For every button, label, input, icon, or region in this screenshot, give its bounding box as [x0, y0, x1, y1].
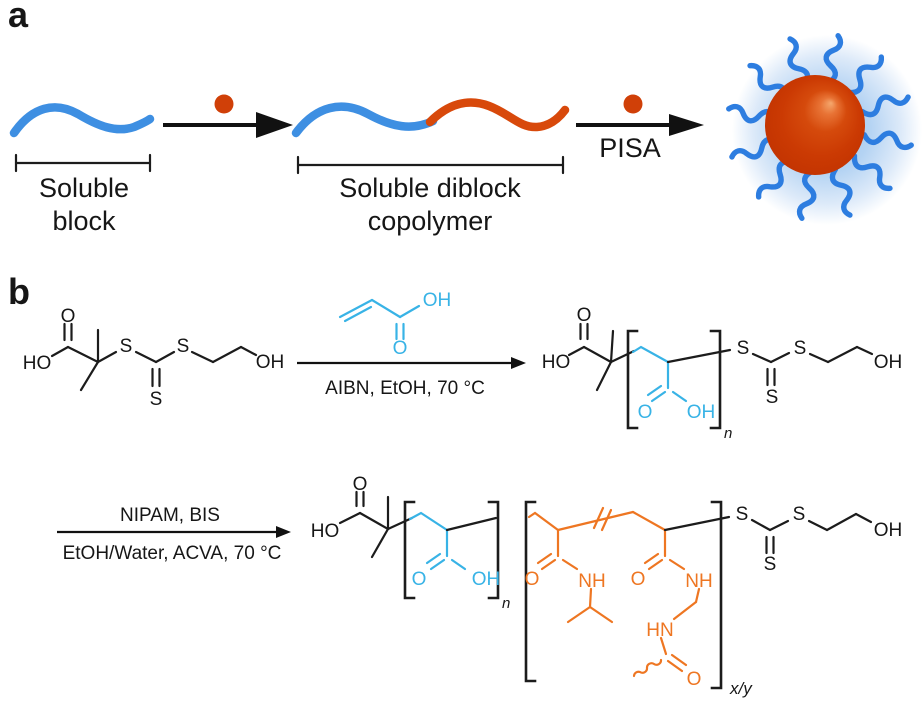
- diblock-bracket: [296, 155, 565, 175]
- atom-nh: NH: [578, 571, 605, 592]
- atom-o: O: [61, 306, 76, 327]
- panel-a-label: a: [8, 0, 29, 35]
- subscript-xy: x/y: [729, 679, 753, 698]
- subscript-n: n: [502, 595, 510, 612]
- soluble-block-bracket: [14, 153, 152, 173]
- atom-s: S: [177, 336, 190, 357]
- atom-o: O: [525, 569, 540, 590]
- atom-s: S: [794, 338, 807, 359]
- atom-s: S: [737, 338, 750, 359]
- panel-a: a Soluble block Soluble diblock copolyme…: [8, 0, 922, 236]
- atom-ho: HO: [311, 521, 340, 542]
- micelle-core: [765, 75, 865, 175]
- atom-ho: HO: [542, 352, 571, 373]
- macro-cta-structure: HO O O OH n S S S OH: [542, 305, 903, 442]
- atom-s: S: [736, 504, 749, 525]
- panel-b-label: b: [8, 271, 30, 312]
- atom-oh: OH: [687, 402, 716, 423]
- step2-conditions: EtOH/Water, ACVA, 70 °C: [63, 543, 282, 564]
- monomer-dot-2: [623, 94, 643, 114]
- atom-o: O: [631, 569, 646, 590]
- reaction-arrow-step1: [297, 357, 526, 369]
- atom-o: O: [638, 402, 653, 423]
- atom-o: O: [412, 569, 427, 590]
- atom-s: S: [120, 336, 133, 357]
- atom-o: O: [353, 474, 368, 495]
- diblock-label-line2: copolymer: [368, 206, 493, 236]
- monomer-dot: [214, 94, 234, 114]
- panel-b: b O HO S S S OH: [8, 271, 902, 698]
- atom-s-thione: S: [764, 554, 777, 575]
- step2-reagents: NIPAM, BIS: [120, 505, 220, 526]
- micelle: [726, 33, 922, 225]
- pisa-label: PISA: [599, 133, 661, 163]
- atom-nh: NH: [685, 571, 712, 592]
- reaction-arrow-step2: [57, 526, 291, 538]
- raft-agent-structure: O HO S S S OH: [23, 306, 285, 410]
- pisa-arrow: [576, 114, 704, 136]
- atom-s-thione: S: [150, 389, 163, 410]
- assembly-arrow-1: [163, 112, 293, 138]
- soluble-block-chain: [9, 103, 155, 138]
- micelle-corona-arms: [726, 33, 914, 221]
- atom-ho: HO: [23, 353, 52, 374]
- diblock-label-line1: Soluble diblock: [339, 173, 521, 203]
- atom-oh: OH: [874, 520, 903, 541]
- soluble-block-label-line2: block: [52, 206, 116, 236]
- step1-conditions: AIBN, EtOH, 70 °C: [325, 378, 485, 399]
- atom-s-thione: S: [766, 387, 779, 408]
- subscript-n: n: [724, 425, 732, 442]
- atom-o: O: [577, 305, 592, 326]
- atom-o: O: [393, 338, 408, 359]
- atom-oh: OH: [472, 569, 501, 590]
- soluble-block-label-line1: Soluble: [39, 173, 129, 203]
- diblock-chain-core-segment: [425, 98, 570, 132]
- atom-hn: HN: [646, 620, 673, 641]
- diblock-chain-soluble-segment: [291, 102, 438, 138]
- diblock-product-structure: HO O O OH n O NH O NH HN O x/y S S S OH: [311, 474, 903, 698]
- atom-oh: OH: [423, 290, 452, 311]
- atom-oh: OH: [256, 352, 285, 373]
- atom-oh: OH: [874, 352, 903, 373]
- acrylic-acid-structure: OH O: [338, 290, 452, 359]
- wavy-crosslink-bond: [632, 658, 663, 678]
- atom-o: O: [687, 669, 702, 690]
- atom-s: S: [793, 504, 806, 525]
